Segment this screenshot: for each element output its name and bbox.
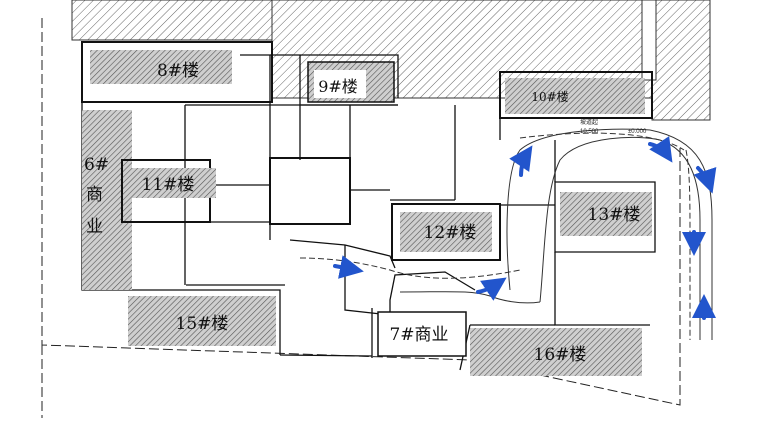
svg-text:±0.000: ±0.000 xyxy=(628,129,647,135)
site-boundary xyxy=(41,18,681,418)
svg-text:10#楼: 10#楼 xyxy=(531,89,568,104)
svg-text:7#商业: 7#商业 xyxy=(389,325,448,345)
svg-text:11#楼: 11#楼 xyxy=(142,175,195,195)
building-9: 9#楼 xyxy=(307,61,395,103)
svg-text:-10.500: -10.500 xyxy=(578,129,599,135)
building-12: 12#楼 xyxy=(391,203,501,261)
building-6-commercial: 6# 商 业 xyxy=(82,110,132,290)
building-7-commercial: 7#商业 xyxy=(377,311,467,357)
svg-text:坡道起: 坡道起 xyxy=(580,118,598,126)
traffic-arrow-icon xyxy=(693,166,717,194)
traffic-arrow-icon xyxy=(648,136,673,163)
building-11: 11#楼 xyxy=(121,159,216,223)
building-8: 8#楼 xyxy=(90,50,232,84)
traffic-arrow-icon xyxy=(509,145,533,177)
svg-text:业: 业 xyxy=(86,217,103,237)
traffic-arrow-icon xyxy=(476,277,507,301)
traffic-arrow-icon xyxy=(333,255,364,279)
building-15: 15#楼 xyxy=(128,296,276,346)
svg-text:12#楼: 12#楼 xyxy=(424,223,477,243)
svg-text:16#楼: 16#楼 xyxy=(534,345,587,365)
svg-text:商: 商 xyxy=(86,185,103,205)
svg-text:9#楼: 9#楼 xyxy=(318,77,358,96)
building-16: 16#楼 xyxy=(470,328,642,376)
svg-text:6#: 6# xyxy=(84,155,109,175)
building-13: 13#楼 xyxy=(560,192,652,236)
ramp-annotation: 坡道起 -10.500 ±0.000 xyxy=(578,118,647,135)
top-hatched-zone xyxy=(71,0,711,121)
building-10: 10#楼 xyxy=(505,78,645,114)
svg-text:15#楼: 15#楼 xyxy=(176,314,229,334)
traffic-arrows xyxy=(333,136,717,320)
svg-text:8#楼: 8#楼 xyxy=(157,61,199,81)
svg-text:13#楼: 13#楼 xyxy=(588,205,641,225)
